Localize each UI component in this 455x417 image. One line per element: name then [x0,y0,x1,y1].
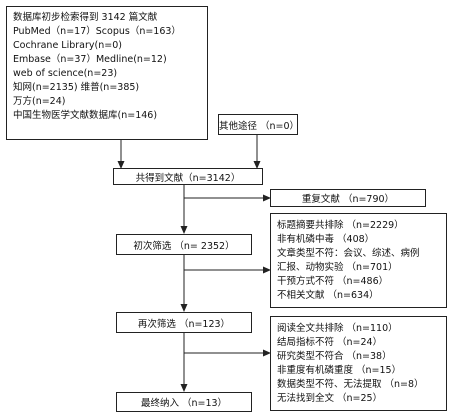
excluded-1-line: 标题摘要共排除 （n=2229） [277,220,404,231]
final-included-label: 最终纳入 （n=13） [140,398,228,409]
initial-screening-box: 初次筛选 （n= 2352） [116,234,252,255]
excluded-2-line: 非重度有机磷重度 （n=15） [277,365,402,376]
identification-line: 中国生物医学文献数据库(n=146) [13,110,158,121]
duplicates-label: 重复文献 （n=790） [301,194,395,205]
identification-line: 数据库初步检索得到 3142 篇文献 [13,12,158,23]
excluded-1-line: 文章类型不符：会议、综述、病例 [277,248,420,259]
excluded-2-line: 数据类型不符、无法提取 （n=8） [277,379,424,390]
initial-screening-label: 初次筛选 （n= 2352） [133,240,235,252]
second-screening-label: 再次筛选 （n=123） [137,318,231,330]
other-sources-box: 其他途径 （n=0） [218,114,300,135]
excluded-1-line: 非有机磷中毒 （408） [277,234,375,245]
total-records-label: 共得到文献（n=3142） [135,172,241,184]
excluded-2-line: 研究类型不符合 （n=38） [277,351,392,362]
excluded-2-box: 阅读全文共排除 （n=110） 结局指标不符 （n=24） 研究类型不符合 （n… [270,316,447,411]
final-included-box: 最终纳入 （n=13） [116,392,252,412]
identification-line: PubMed（n=17）Scopus（n=163） [13,26,181,37]
total-records-box: 共得到文献（n=3142） [113,168,263,185]
other-sources-label: 其他途径 （n=0） [219,120,300,132]
duplicates-box: 重复文献 （n=790） [270,189,426,207]
excluded-2-line: 阅读全文共排除 （n=110） [277,323,398,334]
excluded-2-line: 无法找到全文 （n=25） [277,393,383,404]
excluded-1-line: 汇报、动物实验 （n=701） [277,262,398,273]
identification-line: Embase（n=37）Medline(n=12) [13,54,167,65]
identification-line: web of science(n=23) [13,68,118,79]
identification-line: 知网(n=2135) 维普(n=385) [13,82,140,93]
excluded-1-line: 干预方式不符 （n=486） [277,276,389,287]
second-screening-box: 再次筛选 （n=123） [116,312,252,333]
identification-line: 万方(n=24) [13,96,66,107]
excluded-1-box: 标题摘要共排除 （n=2229） 非有机磷中毒 （408） 文章类型不符：会议、… [270,213,447,308]
excluded-2-line: 结局指标不符 （n=24） [277,337,383,348]
excluded-1-line: 不相关文献 （n=634） [277,290,379,301]
identification-line: Cochrane Library(n=0) [13,40,122,51]
identification-box: 数据库初步检索得到 3142 篇文献 PubMed（n=17）Scopus（n=… [6,6,208,140]
